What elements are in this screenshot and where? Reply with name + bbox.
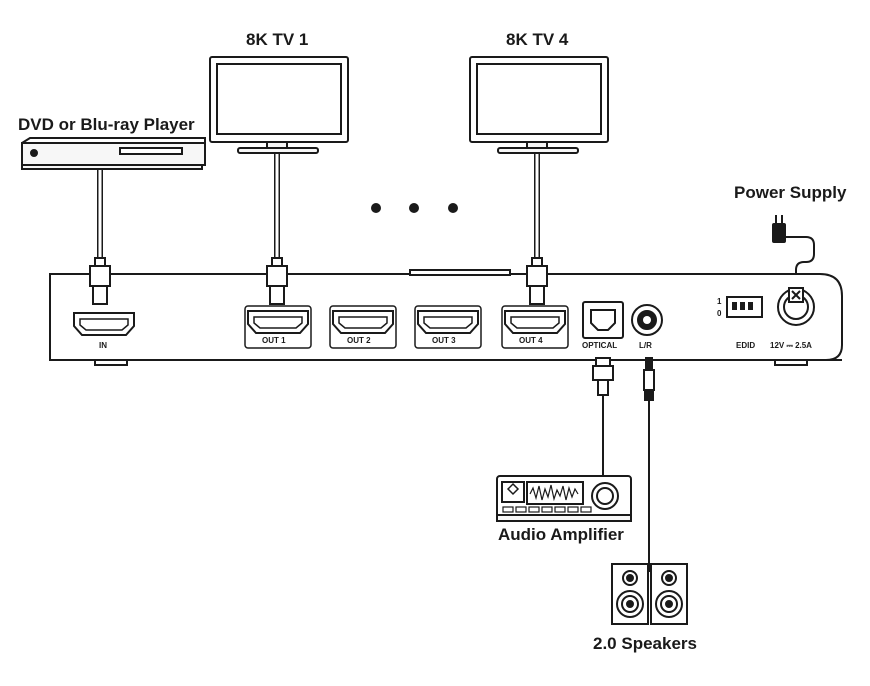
in-port-label: IN bbox=[99, 341, 107, 350]
speaker-right bbox=[650, 563, 688, 625]
cable-power bbox=[783, 236, 815, 290]
out1-port-label: OUT 1 bbox=[262, 336, 286, 345]
out4-port-label: OUT 4 bbox=[519, 336, 543, 345]
edid-label: EDID bbox=[736, 341, 756, 350]
speakers-label: 2.0 Speakers bbox=[593, 634, 697, 653]
cables bbox=[97, 152, 815, 572]
power-supply-label: Power Supply bbox=[734, 183, 847, 202]
dc-power-jack bbox=[777, 287, 815, 326]
amplifier-label: Audio Amplifier bbox=[498, 525, 624, 544]
hdmi-out4-port bbox=[501, 305, 569, 349]
power-adapter-icon bbox=[772, 215, 786, 243]
tv1-label: 8K TV 1 bbox=[246, 30, 309, 49]
hdmi-out1-port bbox=[244, 305, 312, 349]
source-label: DVD or Blu-ray Player bbox=[18, 115, 195, 134]
out3-port-label: OUT 3 bbox=[432, 336, 456, 345]
out2-port-label: OUT 2 bbox=[347, 336, 371, 345]
audio-jack-plug bbox=[643, 357, 655, 401]
more-tvs-ellipsis bbox=[371, 203, 458, 213]
audio-amplifier-device bbox=[496, 475, 632, 522]
dip-off-label: 0 bbox=[717, 309, 722, 318]
edid-dip-switch bbox=[726, 296, 763, 318]
tv4-label: 8K TV 4 bbox=[506, 30, 569, 49]
hdmi-in-port bbox=[73, 312, 135, 336]
lr-audio-jack bbox=[631, 304, 663, 336]
optical-port-label: OPTICAL bbox=[582, 341, 618, 350]
tv4-device bbox=[469, 56, 609, 154]
hdmi-out3-port bbox=[414, 305, 482, 349]
speaker-left bbox=[611, 563, 649, 625]
power-rating-label: 12V ⎓ 2.5A bbox=[770, 341, 812, 350]
lr-port-label: L/R bbox=[639, 341, 652, 350]
hdmi-out2-port bbox=[329, 305, 397, 349]
optical-port bbox=[582, 301, 624, 339]
dip-on-label: 1 bbox=[717, 297, 722, 306]
hdmi-plugs bbox=[89, 257, 548, 305]
waveform bbox=[529, 484, 579, 502]
tv1-device bbox=[209, 56, 349, 154]
optical-plug bbox=[592, 357, 614, 396]
dvd-player-device bbox=[21, 137, 206, 170]
power-dot bbox=[30, 149, 38, 157]
disc-slot bbox=[119, 147, 183, 155]
